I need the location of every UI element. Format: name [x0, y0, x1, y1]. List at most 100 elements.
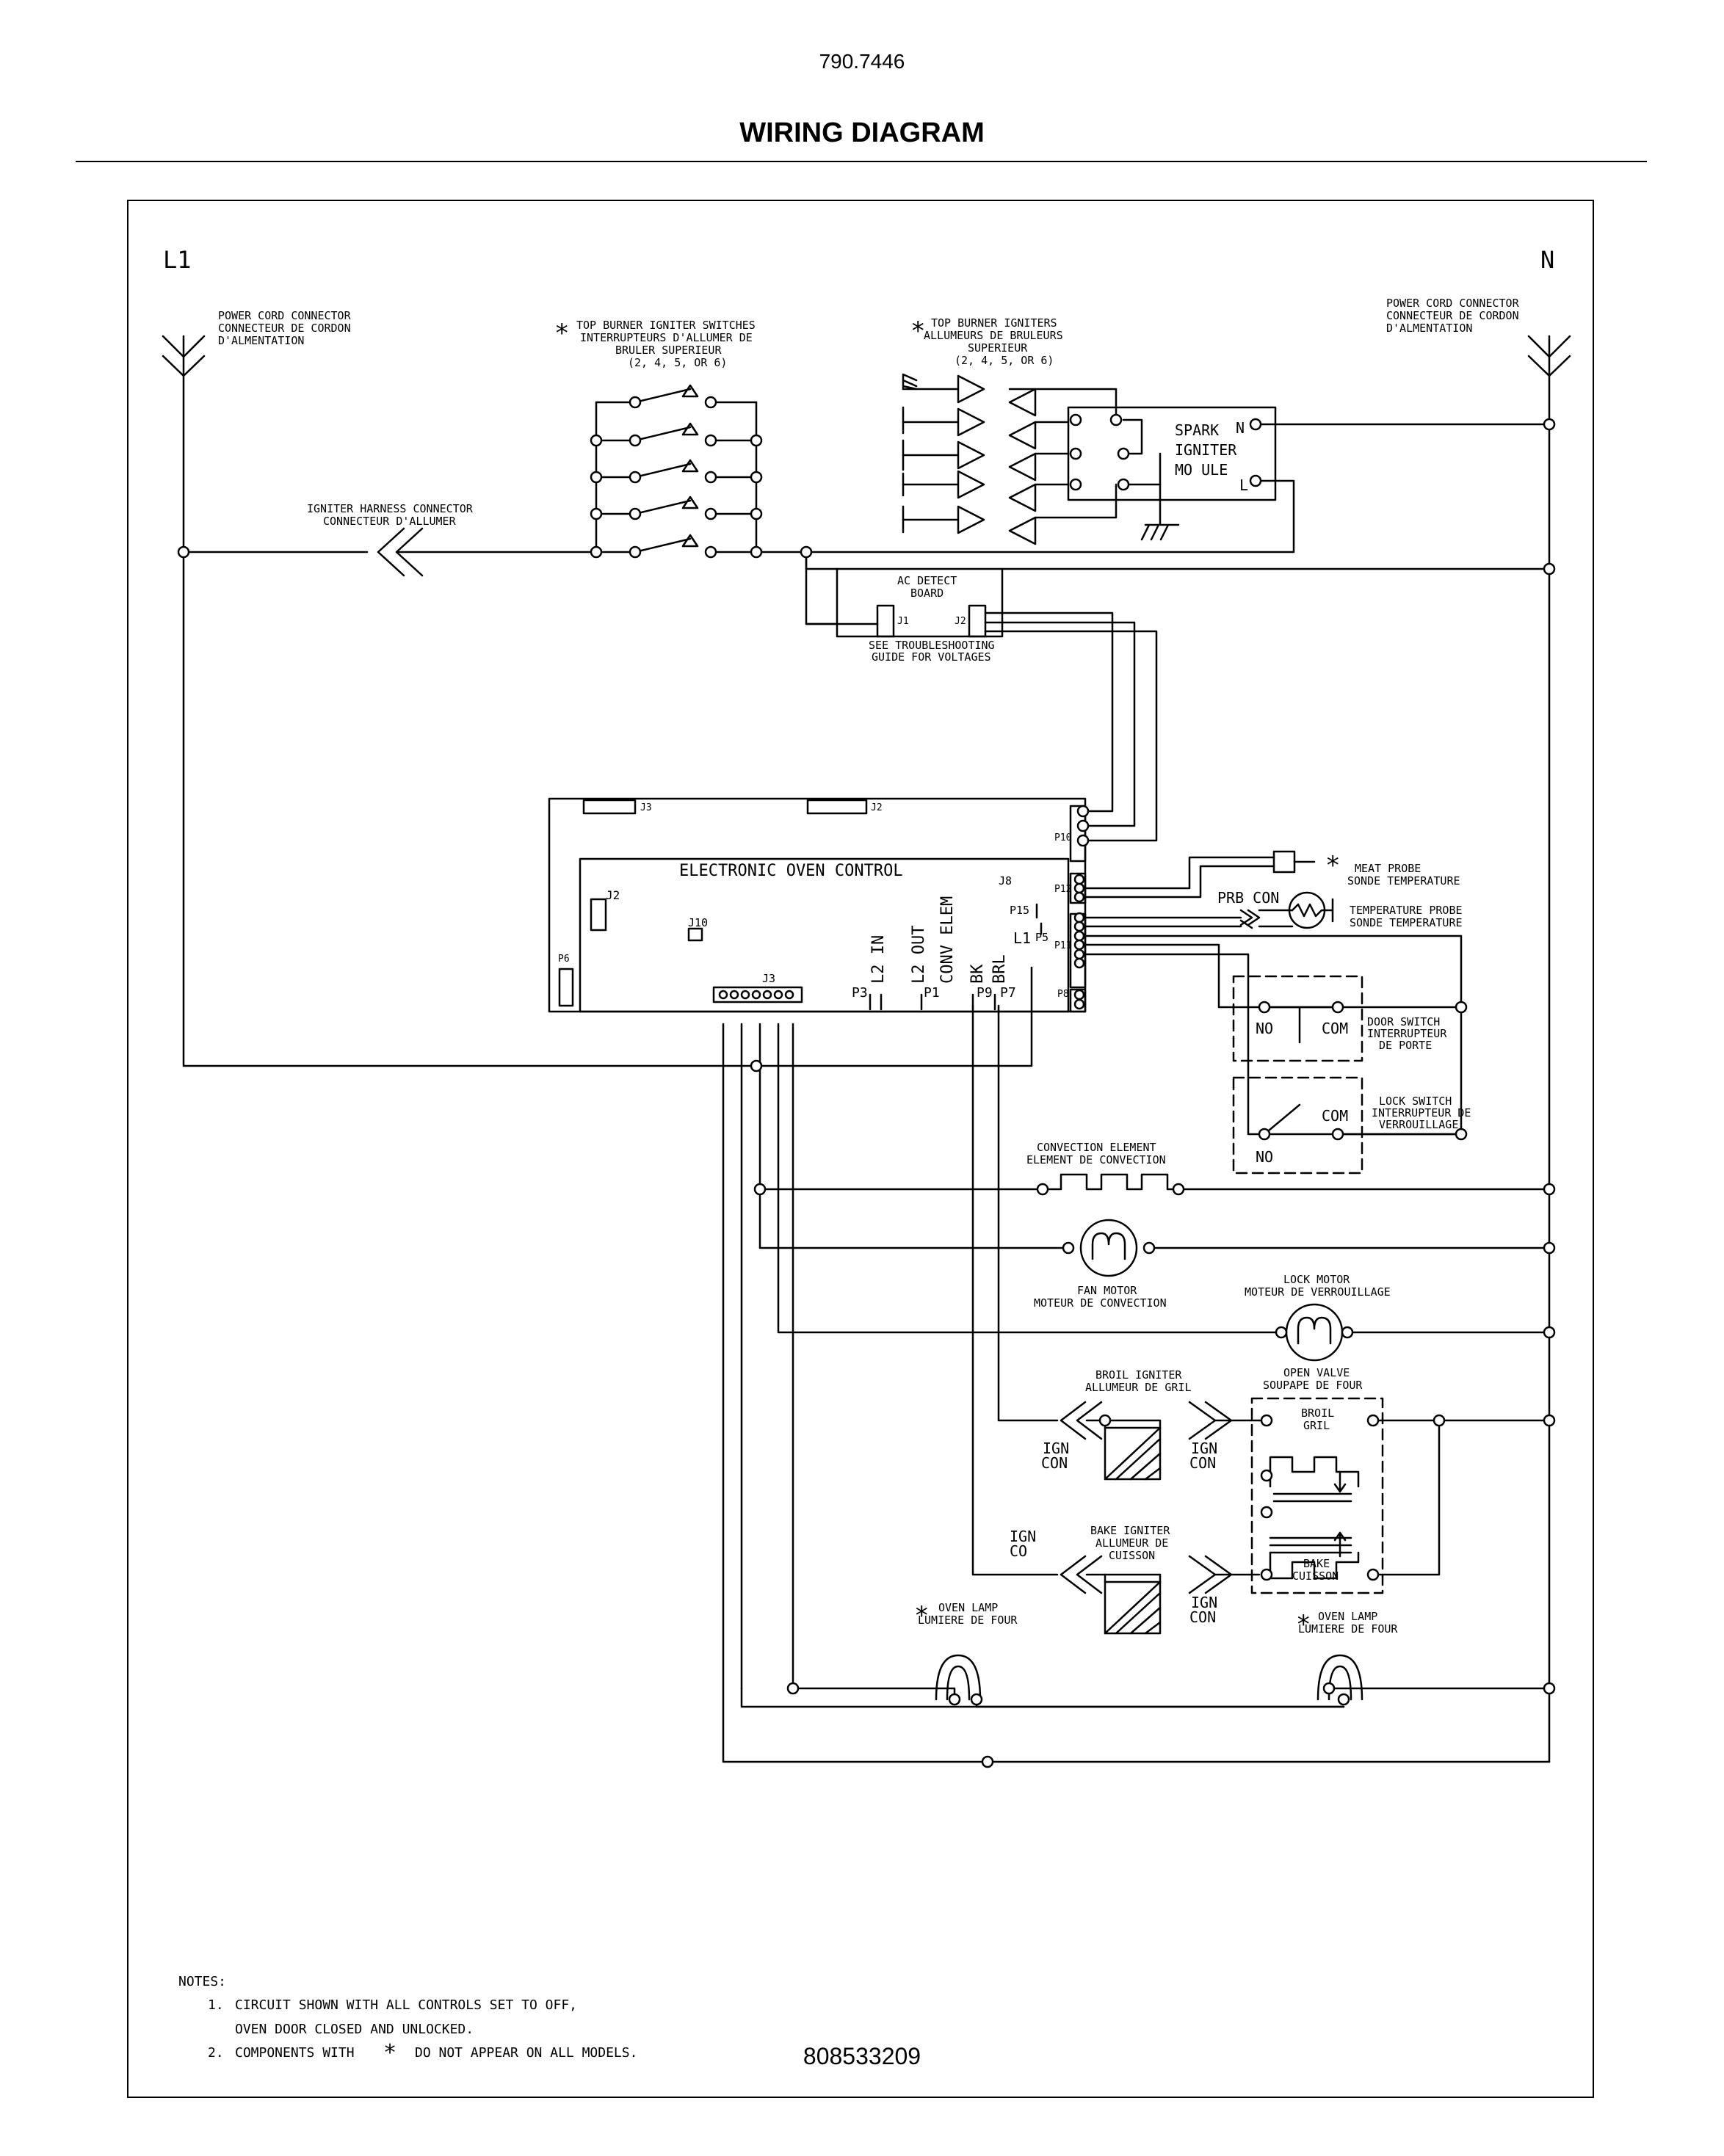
lock-com: COM: [1322, 1107, 1348, 1125]
spark-module: [1067, 406, 1277, 501]
power-cord-right: [1527, 335, 1571, 377]
conv-element-2: ELEMENT DE CONVECTION: [1026, 1153, 1166, 1166]
bake-igniter-1: BAKE IGNITER: [1090, 1524, 1170, 1537]
power-cord-right-1: POWER CORD CONNECTOR: [1386, 297, 1520, 310]
fan-motor-wires: [758, 1023, 1551, 1249]
conv-element-1: CONVECTION ELEMENT: [1037, 1141, 1156, 1154]
note2-num: 2.: [208, 2045, 224, 2061]
ac-j2: J2: [955, 616, 966, 627]
lock-switch-3: VERROUILLAGE: [1379, 1118, 1458, 1131]
note2-a: COMPONENTS WITH: [235, 2045, 355, 2061]
eoc-j2: J2: [606, 888, 620, 902]
open-valve-2: SOUPAPE DE FOUR: [1263, 1379, 1363, 1392]
door-com: COM: [1322, 1020, 1348, 1037]
oven-lamp-right-1: OVEN LAMP: [1318, 1610, 1377, 1623]
eoc-p8: P8: [1057, 989, 1069, 1000]
l1-label: L1: [163, 246, 192, 274]
oven-lamp-left-2: LUMIERE DE FOUR: [918, 1614, 1018, 1627]
power-cord-left-3: D'ALMENTATION: [218, 334, 304, 347]
lock-motor-wires: [777, 1023, 1551, 1334]
ac-guide-1: SEE TROUBLESHOOTING: [869, 639, 995, 652]
eoc-p15: P15: [1010, 904, 1029, 917]
broil-igniter-2: ALLUMEUR DE GRIL: [1085, 1381, 1192, 1394]
eoc-p9: P9: [977, 985, 993, 1001]
lock-motor: [1285, 1303, 1344, 1362]
asterisk-switches: *: [554, 319, 569, 348]
lock-switch-box: [1232, 1076, 1363, 1175]
igniter-switches-4: (2, 4, 5, OR 6): [628, 356, 727, 369]
ac-detect-board: [836, 567, 1004, 638]
door-no: NO: [1256, 1020, 1273, 1037]
l1-switch-feed: [182, 527, 598, 577]
eoc-title: ELECTRONIC OVEN CONTROL: [679, 862, 903, 880]
open-valve: [1250, 1397, 1384, 1594]
door-switch-1: DOOR SWITCH: [1367, 1015, 1440, 1028]
eoc-j2-top: J2: [871, 802, 883, 813]
bake-ign-con-r1: IGN: [1191, 1594, 1217, 1611]
note2-star: *: [383, 2040, 396, 2066]
asterisk-meat-probe: *: [1325, 851, 1340, 880]
open-valve-1: OPEN VALVE: [1283, 1366, 1350, 1379]
bake-igniter-3: CUISSON: [1109, 1549, 1155, 1562]
igniter-switches-2: INTERRUPTEURS D'ALLUMER DE: [580, 331, 753, 344]
temp-probe-1: TEMPERATURE PROBE: [1350, 904, 1463, 917]
power-cord-right-2: CONNECTEUR DE CORDON: [1386, 309, 1519, 322]
power-cord-left-2: CONNECTEUR DE CORDON: [218, 322, 351, 335]
eoc-l2in: L2 IN: [869, 935, 888, 984]
eoc-p12: P12: [1054, 884, 1071, 895]
lock-switch-1: LOCK SWITCH: [1379, 1095, 1452, 1108]
meat-probe-lead: [1084, 856, 1275, 899]
igniter-switches-3: BRULER SUPERIEUR: [615, 344, 722, 357]
ac-detect-2: BOARD: [910, 587, 944, 600]
eoc-j3: J3: [762, 972, 775, 985]
oven-lamp-left-1: OVEN LAMP: [938, 1601, 998, 1614]
broil-ign-con-l2: CON: [1041, 1454, 1068, 1472]
notes-heading: NOTES:: [178, 1974, 226, 1989]
door-switch-2: INTERRUPTEUR: [1367, 1027, 1447, 1040]
eoc-l2out: L2 OUT: [910, 926, 928, 984]
broil-ign-con-r1: IGN: [1191, 1440, 1217, 1457]
ac-guide-2: GUIDE FOR VOLTAGES: [872, 650, 991, 664]
spark-line: [805, 479, 1295, 553]
bake-igniter-wire: [971, 1004, 1059, 1576]
ac-to-neutral: [805, 567, 1158, 842]
eoc-l1: L1: [1013, 929, 1031, 947]
note1-b: OVEN DOOR CLOSED AND UNLOCKED.: [235, 2022, 474, 2037]
eoc-p5: P5: [1035, 931, 1048, 944]
oven-lamp-right-2: LUMIERE DE FOUR: [1298, 1622, 1398, 1636]
bake-ign-co-1: IGN: [1010, 1528, 1036, 1545]
lock-no: NO: [1256, 1148, 1273, 1166]
diagram-frame: [127, 200, 1594, 2098]
fan-motor-2: MOTEUR DE CONVECTION: [1034, 1296, 1167, 1310]
page-title: WIRING DIAGRAM: [739, 117, 985, 148]
top-burner-igniters: [902, 373, 1118, 545]
harness-1: IGNITER HARNESS CONNECTOR: [307, 502, 474, 515]
asterisk-lamp-right: *: [1296, 1610, 1311, 1639]
broil-igniter-wire: [997, 1004, 1059, 1422]
broil-ign-con-l1: IGN: [1043, 1440, 1069, 1457]
eoc-p7: P7: [1000, 985, 1016, 1001]
door-switch-3: DE PORTE: [1379, 1039, 1432, 1052]
door-switch-box: [1232, 975, 1363, 1062]
l1-bus: [182, 374, 1033, 1067]
eoc-p1: P1: [924, 985, 940, 1001]
eoc-p11: P11: [1054, 940, 1071, 951]
ac-j1: J1: [897, 616, 909, 627]
model-number: 790.7446: [819, 50, 905, 73]
temp-probe-lead: [1084, 909, 1294, 929]
eoc-brl: BRL: [990, 954, 1009, 984]
note1-num: 1.: [208, 1997, 224, 2013]
eoc-p6: P6: [558, 954, 570, 965]
switches-to-ac: [755, 551, 879, 625]
spark-l: L: [1239, 476, 1248, 494]
harness-2: CONNECTEUR D'ALLUMER: [323, 515, 457, 528]
igniters-4: (2, 4, 5, OR 6): [955, 354, 1054, 367]
temp-probe-2: SONDE TEMPERATURE: [1350, 916, 1463, 929]
prb-con: PRB CON: [1217, 889, 1279, 907]
eoc-j8: J8: [999, 874, 1012, 888]
spark-n: N: [1236, 419, 1245, 437]
n-label: N: [1540, 246, 1554, 274]
lock-motor-1: LOCK MOTOR: [1283, 1273, 1350, 1286]
power-cord-right-3: D'ALMENTATION: [1386, 322, 1472, 335]
